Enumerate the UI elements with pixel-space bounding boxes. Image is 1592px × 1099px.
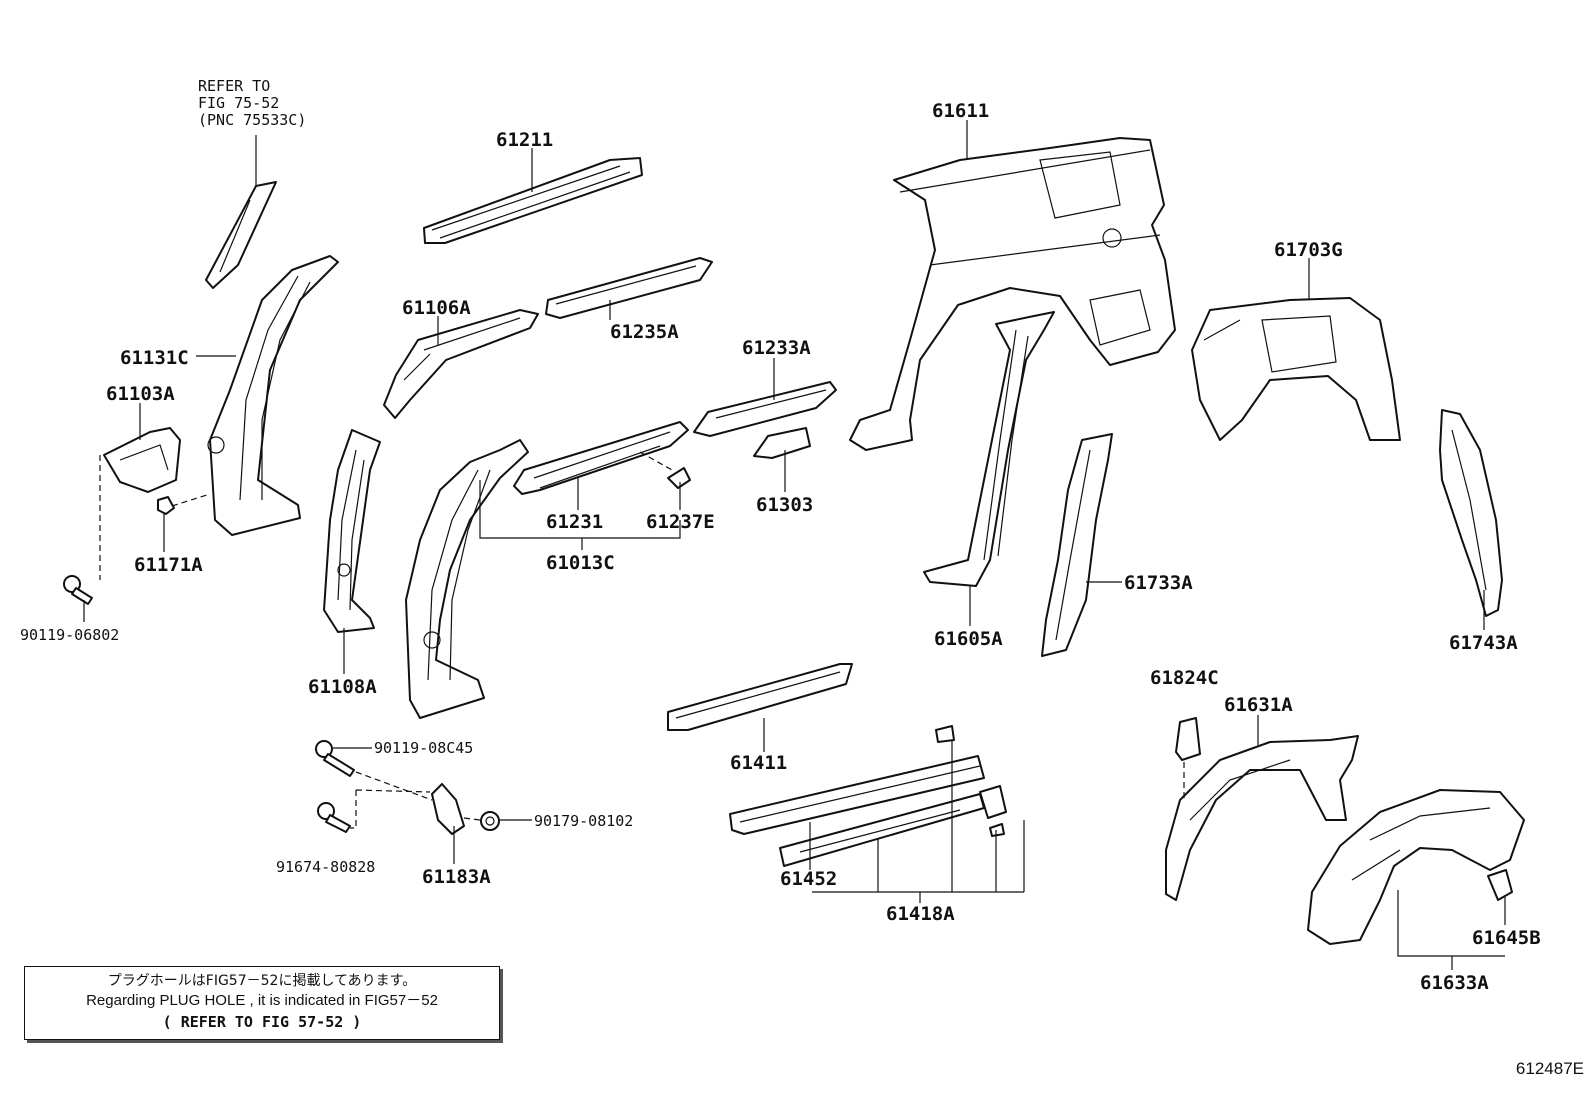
part-61235A-drawing (545, 257, 713, 319)
label-61631A: 61631A (1224, 694, 1293, 716)
label-61418A: 61418A (886, 903, 955, 925)
part-90179-08102-drawing (480, 811, 500, 831)
part-61733A-drawing (1041, 433, 1113, 657)
part-61703G-drawing (1191, 297, 1401, 441)
part-61233A-drawing (693, 381, 837, 437)
label-61013C: 61013C (546, 552, 615, 574)
label-61611: 61611 (932, 100, 989, 122)
part-90119-06802-drawing (63, 575, 93, 605)
part-61418A-drawing (935, 725, 1007, 837)
label-61605A: 61605A (934, 628, 1003, 650)
label-61824C: 61824C (1150, 667, 1219, 689)
part-61013C-drawing (405, 439, 529, 719)
label-61633A: 61633A (1420, 972, 1489, 994)
note-japanese: プラグホールはFIG57－52に掲載してあります。 (107, 973, 417, 989)
part-61411-drawing (667, 663, 853, 731)
note-reference: ( REFER TO FIG 57-52 ) (162, 1013, 362, 1031)
label-61743A: 61743A (1449, 632, 1518, 654)
part-61631A-drawing (1165, 735, 1359, 901)
plug-hole-note: プラグホールはFIG57－52に掲載してあります。 Regarding PLUG… (24, 966, 500, 1040)
part-61106A-drawing (383, 309, 539, 419)
part-90119-08C45-drawing (315, 740, 355, 777)
refer-note-line-1: REFER TO (198, 77, 270, 95)
note-english: Regarding PLUG HOLE , it is indicated in… (86, 992, 438, 1009)
figure-id: 612487E (1515, 1059, 1584, 1078)
part-61108A-drawing (323, 429, 381, 633)
part-61605A-drawing (923, 311, 1055, 587)
part-61183A-drawing (431, 783, 465, 835)
leader-lines (83, 120, 1506, 970)
label-61103A: 61103A (106, 383, 175, 405)
label-61703G: 61703G (1274, 239, 1343, 261)
label-61211: 61211 (496, 129, 553, 151)
label-91674-80828: 91674-80828 (276, 858, 375, 876)
label-90179-08102: 90179-08102 (534, 812, 633, 830)
part-61303-drawing (753, 427, 811, 459)
part-refer-pillar-drawing (205, 181, 277, 289)
part-61611-drawing (849, 137, 1176, 451)
refer-note-line-2: FIG 75-52 (198, 94, 279, 112)
part-61633A-drawing (1307, 789, 1525, 945)
part-61645B-drawing (1487, 869, 1513, 901)
part-61211-drawing (423, 157, 643, 244)
label-61183A: 61183A (422, 866, 491, 888)
label-61452: 61452 (780, 868, 837, 890)
label-61645B: 61645B (1472, 927, 1541, 949)
label-61108A: 61108A (308, 676, 377, 698)
refer-note: REFER TO FIG 75-52 (PNC 75533C) (198, 77, 306, 129)
label-61171A: 61171A (134, 554, 203, 576)
part-61231-drawing (513, 421, 689, 495)
label-61106A: 61106A (402, 297, 471, 319)
part-61171A-drawing (157, 496, 175, 515)
part-61237E-drawing (667, 467, 691, 489)
part-61824C-drawing (1175, 717, 1201, 761)
label-61237E: 61237E (646, 511, 715, 533)
refer-note-line-3: (PNC 75533C) (198, 111, 306, 129)
label-61235A: 61235A (610, 321, 679, 343)
label-61303: 61303 (756, 494, 813, 516)
part-labels: 61211 61611 61703G 61106A 61235A 61131C … (20, 100, 1541, 994)
label-61233A: 61233A (742, 337, 811, 359)
part-91674-80828-drawing (317, 802, 351, 833)
part-61743A-drawing (1439, 409, 1503, 617)
label-90119-06802: 90119-06802 (20, 626, 119, 644)
label-61411: 61411 (730, 752, 787, 774)
label-61231: 61231 (546, 511, 603, 533)
part-61131C-drawing (207, 255, 339, 536)
label-90119-08C45: 90119-08C45 (374, 739, 473, 757)
part-61103A-drawing (103, 427, 181, 493)
label-61733A: 61733A (1124, 572, 1193, 594)
assembly-dash-lines (99, 451, 1185, 829)
label-61131C: 61131C (120, 347, 189, 369)
